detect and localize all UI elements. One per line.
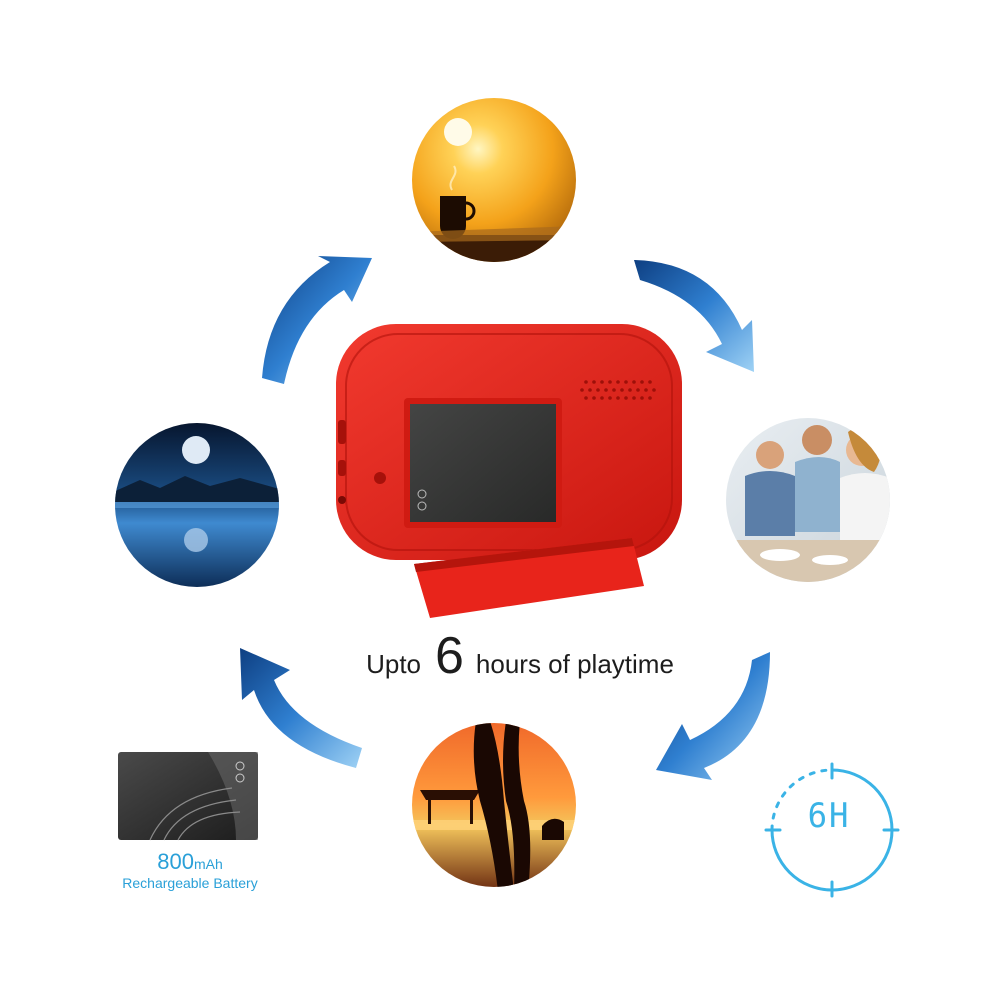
moonlit-lake-photo	[115, 423, 279, 587]
beach-walk-photo	[412, 723, 576, 887]
battery-capacity-unit: mAh	[193, 856, 223, 872]
clock-readout: 6H	[807, 796, 851, 836]
playtime-headline: Upto 6 hours of playtime	[330, 630, 710, 690]
battery-pack-image	[118, 752, 258, 841]
headline-suffix: hours of playtime	[475, 649, 674, 679]
arrow-top-left	[262, 256, 372, 384]
clock-6h-icon	[764, 762, 900, 898]
battery-capacity-value: 800	[157, 849, 194, 874]
battery-caption: 800mAh Rechargeable Battery	[95, 849, 285, 894]
sunset-coffee-photo	[412, 98, 576, 262]
battery-capacity: 800mAh	[95, 849, 285, 874]
battery-label: Rechargeable Battery	[122, 875, 258, 892]
friends-dining-photo	[726, 418, 890, 582]
arrow-bottom-right	[656, 652, 770, 780]
headline-number: 6	[435, 627, 464, 685]
arrow-bottom-left	[240, 648, 362, 768]
arrow-top-right	[634, 260, 754, 372]
headline-prefix: Upto	[366, 649, 421, 679]
red-speaker-device	[336, 324, 682, 618]
